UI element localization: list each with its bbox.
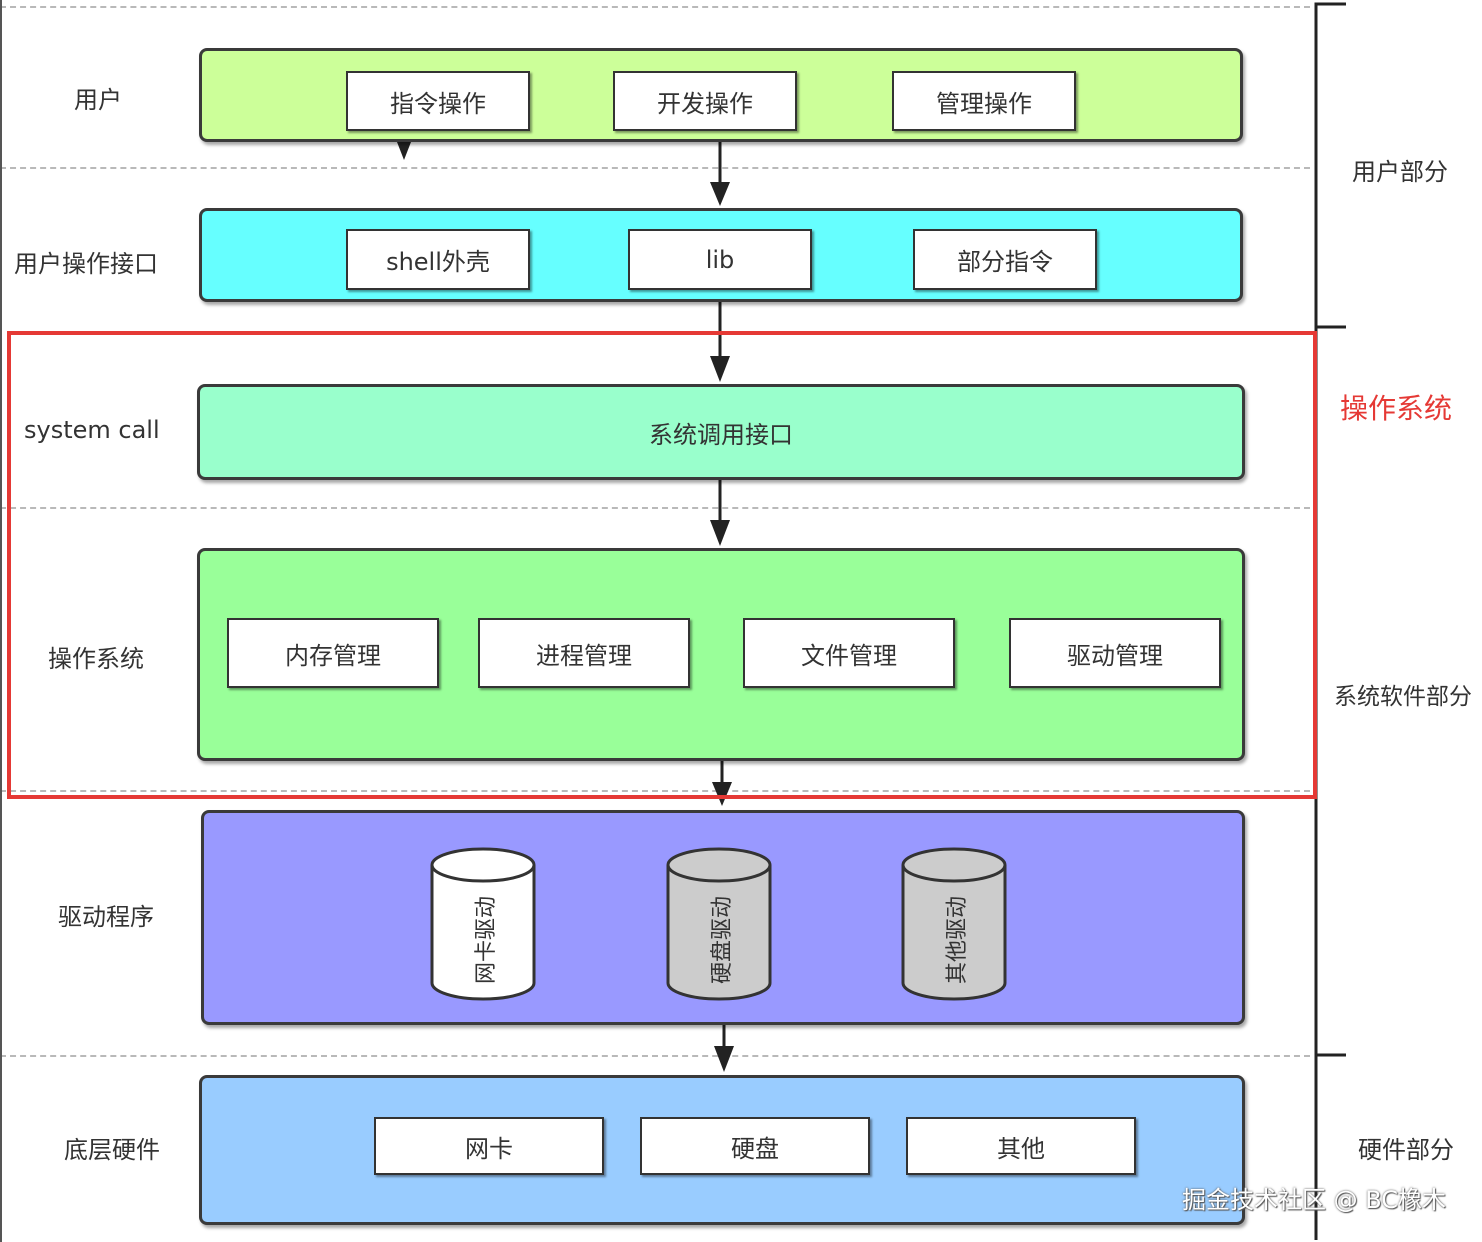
box-lib: lib	[628, 229, 812, 290]
cylinder-icon	[430, 847, 536, 1001]
layer-label-hardware: 底层硬件	[64, 1136, 160, 1164]
layer-label-user-interface: 用户操作接口	[14, 250, 158, 278]
separator-user	[0, 167, 1310, 169]
box-partial-commands: 部分指令	[913, 229, 1097, 290]
box-other: 其他	[906, 1117, 1136, 1175]
cylinder-label-other-driver: 其他驱动	[945, 896, 970, 985]
side-label-os-highlight: 操作系统	[1340, 392, 1453, 425]
watermark: 掘金技术社区 @ BC橡木	[1182, 1186, 1447, 1214]
layer-label-system-call: system call	[24, 416, 160, 444]
box-admin-ops: 管理操作	[892, 71, 1076, 131]
left-border	[0, 0, 2, 1242]
box-memory-mgmt: 内存管理	[227, 618, 439, 688]
separator-syscall	[0, 507, 1310, 509]
box-command-ops: 指令操作	[346, 71, 530, 131]
box-file-mgmt: 文件管理	[743, 618, 955, 688]
arrow-down-icon	[710, 140, 730, 206]
layer-label-user: 用户	[74, 86, 122, 114]
box-disk: 硬盘	[640, 1117, 870, 1175]
arrow-down-icon	[712, 760, 732, 806]
flow-arrows	[397, 140, 734, 1072]
separator-top	[0, 6, 1310, 8]
arrow-down-icon	[714, 1022, 734, 1072]
syscall-interface-text: 系统调用接口	[649, 420, 793, 449]
side-label-user-part: 用户部分	[1352, 158, 1448, 186]
cylinder-icon	[901, 847, 1007, 1001]
layer-label-os: 操作系统	[48, 645, 144, 673]
cylinder-label-nic-driver: 网卡驱动	[474, 896, 499, 985]
box-shell: shell外壳	[346, 229, 530, 290]
cylinder-label-disk-driver: 硬盘驱动	[710, 896, 735, 985]
layer-system-call	[197, 384, 1245, 480]
cylinder-icon	[666, 847, 772, 1001]
box-driver-mgmt: 驱动管理	[1009, 618, 1221, 688]
box-dev-ops: 开发操作	[613, 71, 797, 131]
side-label-hardware-part: 硬件部分	[1358, 1136, 1454, 1164]
box-process-mgmt: 进程管理	[478, 618, 690, 688]
arrow-down-icon	[710, 478, 730, 546]
separator-os	[0, 790, 1310, 792]
arrow-down-icon	[397, 142, 411, 160]
os-highlight-frame	[7, 331, 1317, 799]
box-nic: 网卡	[374, 1117, 604, 1175]
side-label-system-software-part: 系统软件部分	[1334, 684, 1472, 710]
separator-drivers	[0, 1055, 1310, 1057]
layer-label-drivers: 驱动程序	[58, 903, 154, 931]
